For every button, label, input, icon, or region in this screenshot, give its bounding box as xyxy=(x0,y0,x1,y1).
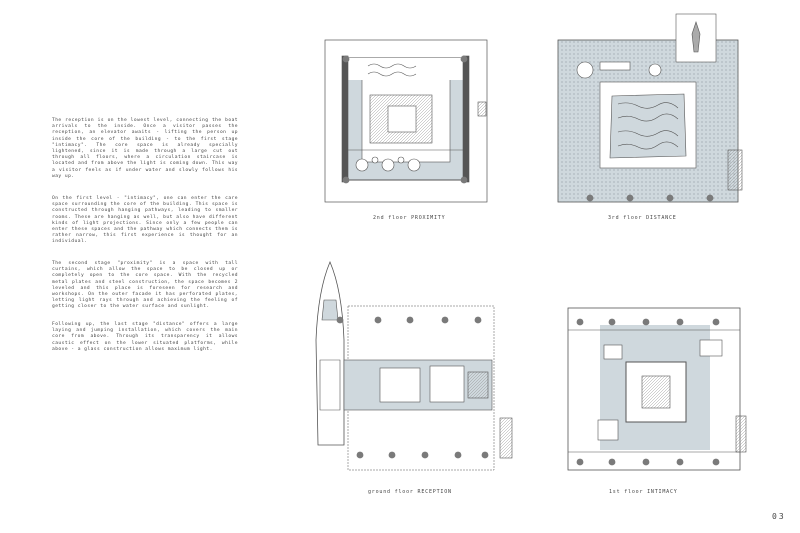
page-number: 03 xyxy=(772,512,786,521)
column-dot xyxy=(666,194,674,202)
caption-1st-floor: 1st floor INTIMACY xyxy=(609,489,678,495)
column-dot xyxy=(676,458,684,466)
column-dot xyxy=(336,316,344,324)
column-dot xyxy=(356,451,364,459)
description-distance: Following up, the last stage "distance" … xyxy=(52,322,238,352)
column-dot xyxy=(460,176,468,184)
column-dot xyxy=(626,194,634,202)
column-dot xyxy=(374,316,382,324)
column-dot xyxy=(460,55,468,63)
column-dot xyxy=(481,451,489,459)
column-dot xyxy=(586,194,594,202)
column-dot xyxy=(608,318,616,326)
column-dot xyxy=(342,55,350,63)
column-dot xyxy=(608,458,616,466)
plan-ground-floor xyxy=(315,260,513,471)
column-dot xyxy=(388,451,396,459)
caption-2nd-floor: 2nd floor PROXIMITY xyxy=(373,215,446,221)
caption-3rd-floor: 3rd floor DISTANCE xyxy=(608,215,677,221)
column-dot xyxy=(706,194,714,202)
plan-2nd-floor xyxy=(324,39,488,203)
column-dot xyxy=(642,318,650,326)
column-dot xyxy=(576,318,584,326)
column-dot xyxy=(712,458,720,466)
column-dot xyxy=(421,451,429,459)
structural-columns xyxy=(336,55,720,466)
description-intimacy: On the first level - "intimacy", one can… xyxy=(52,196,238,245)
plan-3rd-floor xyxy=(557,13,743,203)
caption-ground-floor: ground floor RECEPTION xyxy=(368,489,452,495)
column-dot xyxy=(676,318,684,326)
column-dot xyxy=(342,176,350,184)
column-dot xyxy=(642,458,650,466)
column-dot xyxy=(406,316,414,324)
description-reception: The reception is on the lowest level, co… xyxy=(52,118,238,179)
column-dot xyxy=(474,316,482,324)
description-proximity: The second stage "proximity" is a space … xyxy=(52,261,238,310)
plan-1st-floor xyxy=(567,307,747,471)
column-dot xyxy=(576,458,584,466)
column-dot xyxy=(454,451,462,459)
column-dot xyxy=(712,318,720,326)
column-dot xyxy=(441,316,449,324)
